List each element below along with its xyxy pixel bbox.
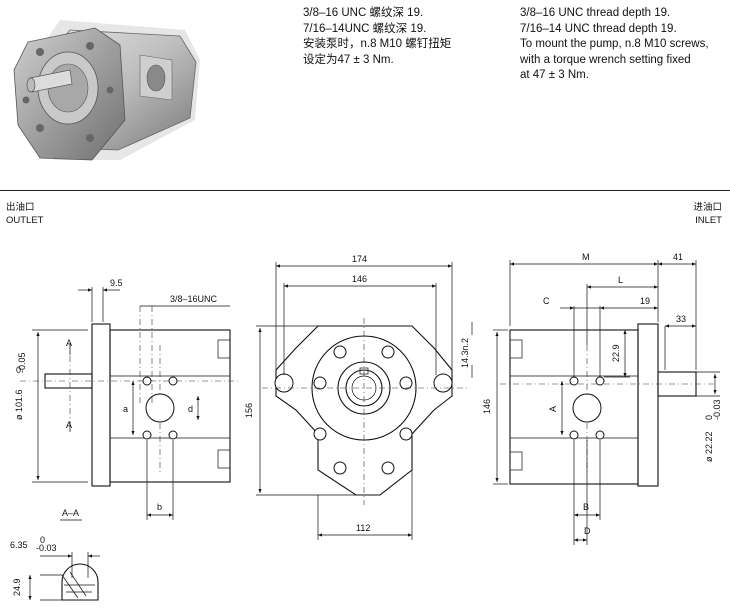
- dim-41: 41: [673, 252, 683, 262]
- pump-3d-render: [13, 20, 200, 161]
- note-en-line-1: 3/8–16 UNC thread depth 19.: [520, 7, 671, 19]
- section-mark-bottom: A: [66, 420, 72, 430]
- dim-a-small: a: [123, 404, 128, 414]
- inlet-cn: 进油口: [693, 202, 722, 213]
- dim-22-9: 22.9: [611, 344, 621, 362]
- key-tol-bottom: -0.03: [36, 543, 57, 553]
- note-en-line-3: To mount the pump, n.8 M10 screws,: [520, 38, 709, 50]
- dim-19: 19: [640, 296, 650, 306]
- dim-diameter-tol-a: 0: [16, 365, 21, 375]
- key-width: 6.35: [10, 540, 28, 550]
- dimension-labels: 9.5 3/8–16UNC ø 101.6 0 -0.05 A A a d b …: [10, 252, 722, 596]
- outlet-cn: 出油口: [6, 202, 35, 213]
- front-view: [256, 262, 473, 540]
- note-cn-line-1: 3/8–16 UNC 螺纹深 19.: [303, 7, 424, 19]
- dim-m: M: [582, 252, 590, 262]
- dim-c: C: [543, 296, 550, 306]
- key-tol-top: 0: [40, 535, 45, 545]
- section-a-a: [28, 519, 100, 601]
- dim-l: L: [618, 275, 623, 285]
- dim-156: 156: [244, 403, 254, 418]
- inlet-en: INLET: [695, 214, 722, 226]
- right-view: [493, 260, 720, 545]
- note-en-line-2: 7/16–14 UNC thread depth 19.: [520, 22, 677, 35]
- dim-146-right: 146: [482, 399, 492, 414]
- shaft-diameter: ø 22.22: [704, 431, 714, 462]
- divider-line: [0, 190, 730, 191]
- dim-d: d: [188, 404, 193, 414]
- key-height: 24.9: [12, 578, 22, 596]
- dim-diameter-101: ø 101.6: [14, 389, 24, 420]
- note-cn-line-4: 设定为47 ± 3 Nm.: [303, 53, 394, 66]
- left-view: [20, 287, 240, 520]
- dim-a-capital: A: [548, 406, 558, 412]
- dim-b-small: b: [157, 502, 162, 512]
- outlet-en: OUTLET: [6, 214, 44, 226]
- note-cn-line-2: 7/16–14UNC 螺纹深 19.: [303, 22, 427, 35]
- section-title: A–A: [62, 508, 79, 518]
- dim-diameter-tol-b: -0.05: [17, 352, 27, 373]
- dim-174: 174: [352, 254, 367, 264]
- dim-33: 33: [676, 314, 686, 324]
- port-inlet-label: 进油口 INLET: [693, 202, 722, 227]
- thread-label: 3/8–16UNC: [170, 294, 218, 304]
- note-en-line-5: at 47 ± 3 Nm.: [520, 69, 589, 81]
- dim-b-capital: B: [583, 502, 589, 512]
- dim-146-front: 146: [352, 274, 367, 284]
- dim-d-capital: D: [584, 526, 591, 536]
- note-cn-line-3: 安装泵时，n.8 M10 螺钉扭矩: [303, 38, 452, 50]
- notes-english: 3/8–16 UNC thread depth 19. 7/16–14 UNC …: [520, 6, 709, 84]
- shaft-tol-a: 0: [704, 415, 714, 420]
- dim-9-5: 9.5: [110, 278, 123, 288]
- port-outlet-label: 出油口 OUTLET: [6, 202, 43, 227]
- note-en-line-4: with a torque wrench setting fixed: [520, 53, 691, 66]
- dim-112: 112: [356, 523, 370, 533]
- shaft-tol-b: -0.03: [712, 399, 722, 420]
- section-mark-top: A: [66, 338, 72, 348]
- notes-chinese: 3/8–16 UNC 螺纹深 19. 7/16–14UNC 螺纹深 19. 安装…: [303, 6, 451, 68]
- dim-14-3: 14.3n.2: [460, 338, 470, 368]
